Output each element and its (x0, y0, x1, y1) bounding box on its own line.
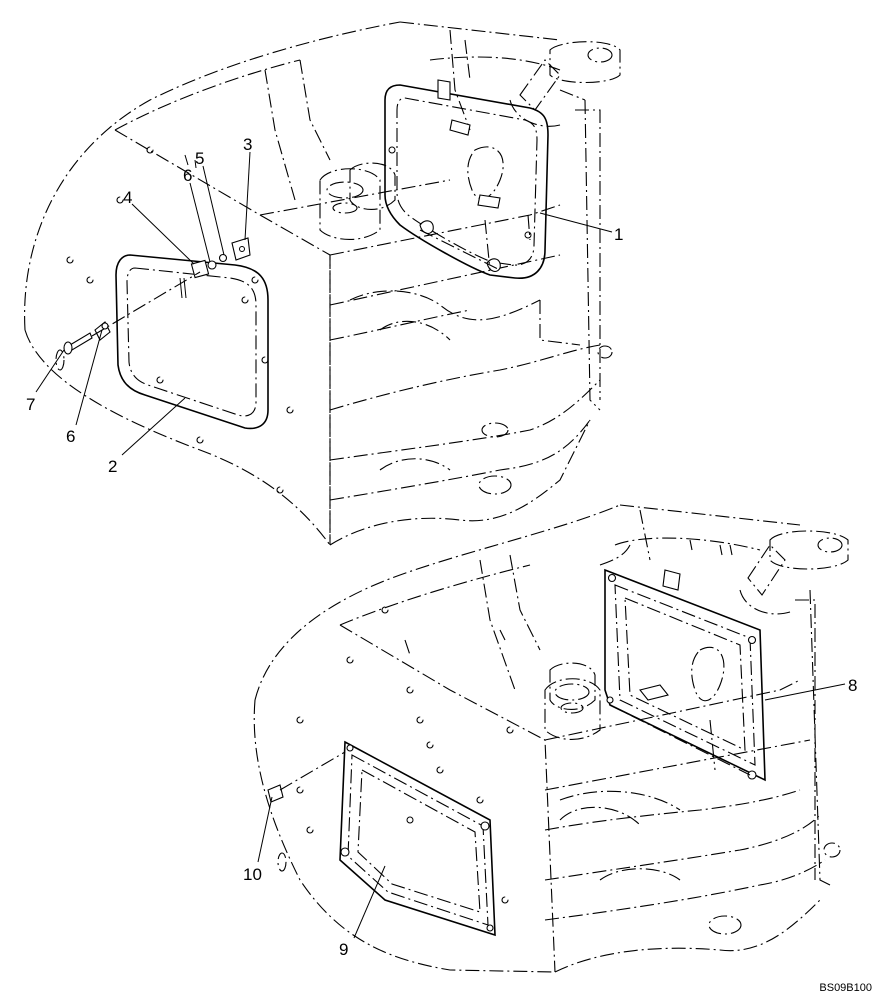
callout-2: 2 (108, 457, 117, 476)
leader-3 (244, 151, 251, 241)
callout-labels: 1 2 3 4 5 6 6 7 8 9 10 (26, 135, 857, 959)
leader-1 (539, 212, 613, 233)
leader-5 (202, 165, 225, 256)
callout-3: 3 (243, 135, 252, 154)
callout-7: 7 (26, 395, 35, 414)
callout-5: 5 (195, 149, 204, 168)
leader-10 (257, 796, 273, 863)
callout-10: 10 (243, 865, 262, 884)
callout-4: 4 (123, 188, 132, 207)
reference-code: BS09B100 (819, 982, 872, 994)
leader-2 (121, 397, 186, 456)
upper-view (24, 21, 621, 546)
callout-8: 8 (848, 676, 857, 695)
leader-8 (764, 683, 846, 701)
lower-view (253, 504, 849, 973)
leader-6b (75, 329, 103, 426)
callout-9: 9 (339, 940, 348, 959)
callout-1: 1 (614, 225, 623, 244)
leader-9 (353, 865, 386, 939)
leader-4 (131, 203, 195, 265)
callout-6-lower: 6 (66, 427, 75, 446)
leader-6a (189, 182, 211, 263)
callout-6-upper: 6 (183, 166, 192, 185)
leader-7 (35, 349, 65, 393)
leader-lines (35, 151, 846, 939)
